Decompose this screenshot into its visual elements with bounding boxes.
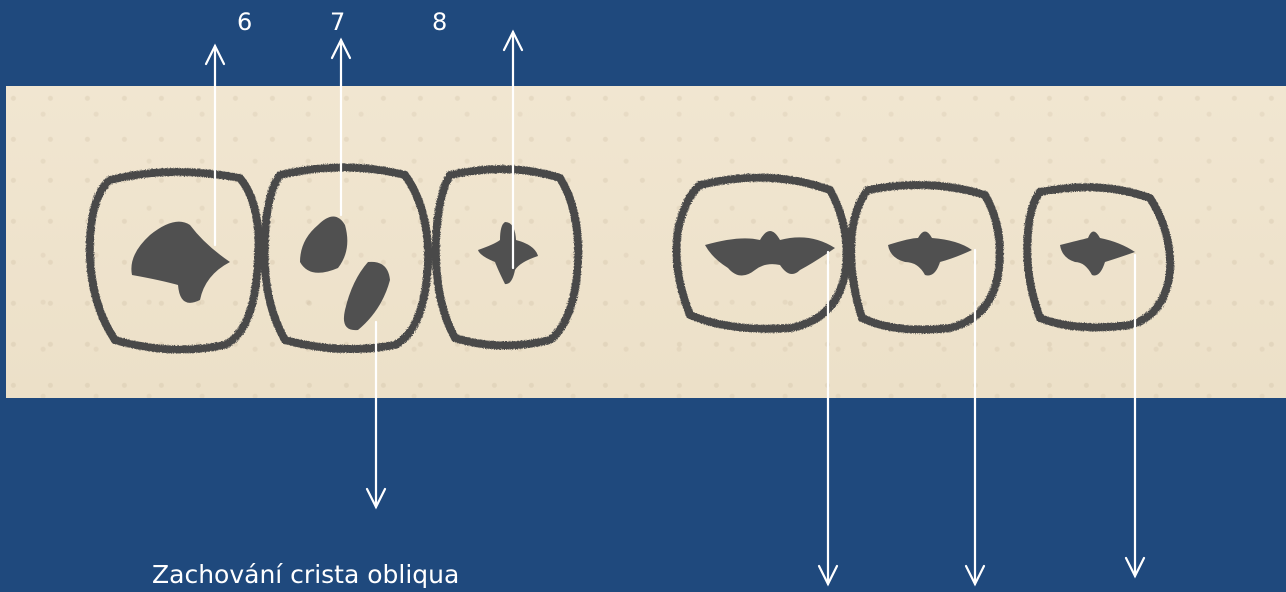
lower-molar-6-fissure (705, 231, 835, 276)
caption-crista-obliqua: Zachování crista obliqua (152, 562, 459, 587)
label-tooth-7: 7 (330, 10, 345, 34)
lower-molar-7-fissure (888, 232, 972, 276)
upper-molar-7-distal-fissure (344, 262, 390, 330)
arrow-down-lower-8 (1126, 255, 1144, 576)
upper-molar-8-fissure (478, 222, 538, 284)
arrow-up-7 (332, 40, 350, 215)
label-tooth-8: 8 (432, 10, 447, 34)
upper-molar-7-fissure (300, 217, 347, 273)
arrow-down-lower-7 (966, 250, 984, 584)
arrow-up-6 (206, 46, 224, 245)
label-tooth-6: 6 (237, 10, 252, 34)
lower-molar-8-fissure (1060, 232, 1135, 276)
